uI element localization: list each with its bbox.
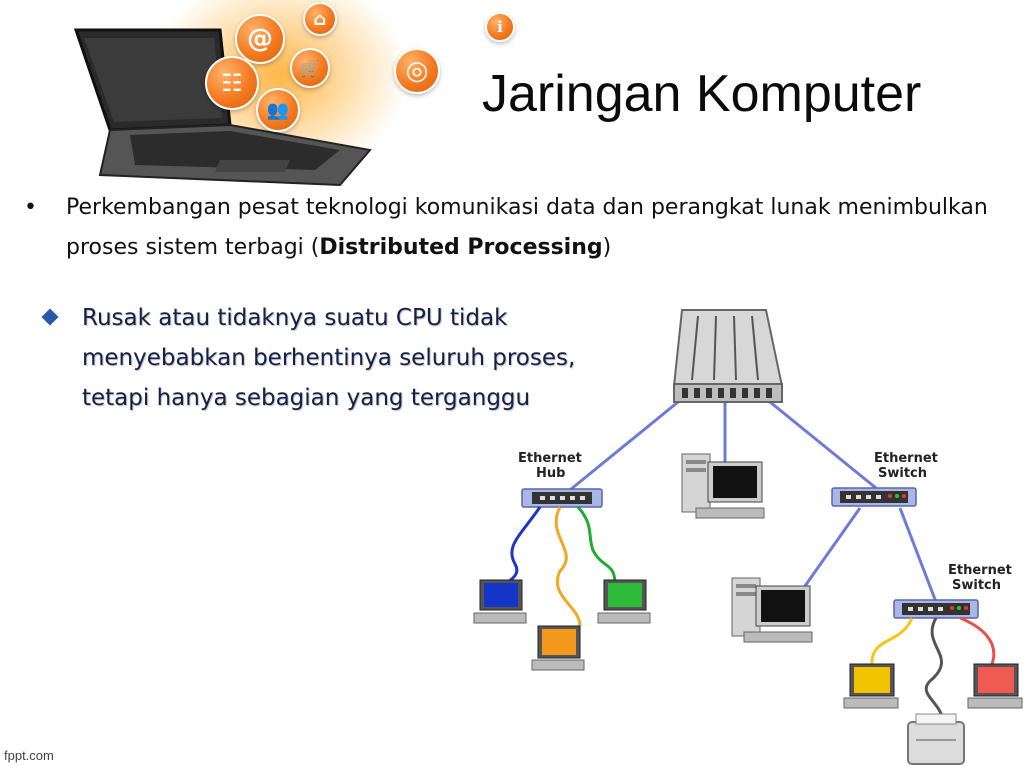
bullet-marker: • [24, 195, 37, 220]
mainframe-server [672, 309, 784, 403]
globe-icon: ◎ [394, 48, 440, 94]
ethernet-switch-1: Ethernet Switch [831, 451, 938, 507]
home-icon: ⌂ [303, 2, 337, 36]
workstation-right [731, 577, 813, 643]
cable-gray [924, 617, 944, 727]
pc-red [967, 663, 1023, 709]
backbone-links [564, 400, 938, 603]
pc-blue [473, 579, 527, 624]
pc-green [597, 579, 651, 624]
bullet-text-main: Perkembangan pesat teknologi komunikasi … [66, 195, 988, 260]
bullet-text-close: ) [602, 235, 612, 260]
cable-yellow [870, 617, 914, 667]
workstation-center [681, 453, 765, 519]
diamond-icon [41, 308, 59, 326]
ethernet-switch-2: Ethernet Switch [893, 563, 1012, 619]
slide-title: Jaringan Komputer [482, 65, 922, 123]
footer-brand: fppt.com [4, 748, 54, 763]
switch2-label-line2: Switch [952, 578, 1001, 593]
printer [907, 713, 965, 765]
laptop-illustration [73, 28, 372, 187]
hub-label-line2: Hub [536, 466, 565, 481]
cable-green [576, 505, 621, 590]
cable-blue [499, 506, 542, 590]
ethernet-hub: Ethernet Hub [518, 451, 603, 508]
sub-bullet-cpu: Rusak atau tidaknya suatu CPU tidak meny… [41, 298, 604, 418]
switch1-label-line2: Switch [878, 466, 927, 481]
hero-illustration: @ ⌂ 🛒 ☷ 👥 ◎ i [40, 0, 515, 190]
bullet-text: Perkembangan pesat teknologi komunikasi … [66, 188, 1014, 268]
cable-orange [554, 506, 582, 627]
users-icon: 👥 [256, 88, 300, 132]
info-icon: i [485, 12, 515, 42]
cable-red [959, 616, 996, 665]
pc-yellow [843, 663, 899, 709]
sub-bullet-text: Rusak atau tidaknya suatu CPU tidak meny… [82, 305, 576, 411]
network-diagram: Ethernet Hub [473, 309, 1023, 765]
sitemap-icon: ☷ [205, 56, 259, 110]
switch1-label-line1: Ethernet [874, 451, 938, 466]
bullet-text-bold: Distributed Processing [319, 235, 603, 260]
cart-icon: 🛒 [290, 48, 330, 88]
pc-orange [531, 625, 585, 671]
switch2-label-line1: Ethernet [948, 563, 1012, 578]
bullet-distributed-processing: • Perkembangan pesat teknologi komunikas… [24, 188, 1014, 268]
at-icon: @ [235, 14, 285, 64]
hub-label-line1: Ethernet [518, 451, 582, 466]
